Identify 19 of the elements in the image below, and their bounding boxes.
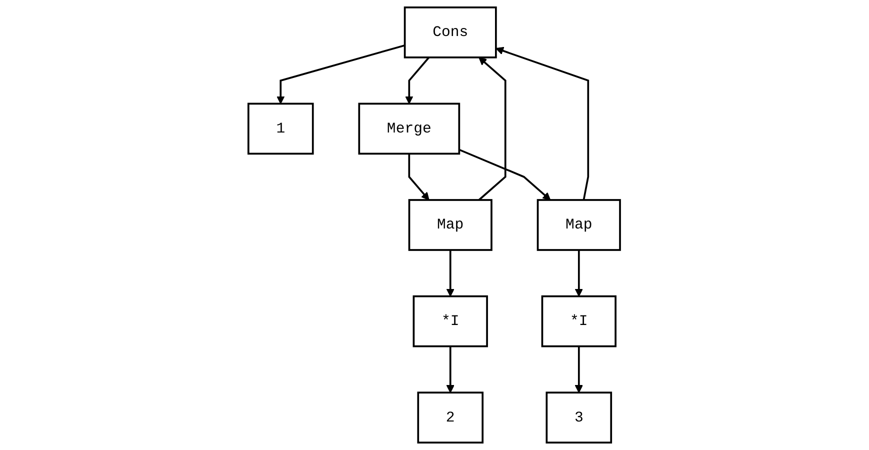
arrow: [496, 46, 590, 200]
node-box: Cons: [404, 6, 498, 58]
arrow: [446, 250, 455, 297]
arrow: [405, 56, 430, 104]
arrow: [575, 250, 584, 297]
node-box: *I: [542, 295, 617, 348]
arrow: [446, 346, 455, 393]
node-box: 1: [248, 102, 314, 155]
node-box: 2: [418, 392, 484, 444]
arrow: [276, 44, 406, 104]
arrow: [408, 154, 430, 200]
arrow: [459, 148, 551, 200]
node-box: Merge: [358, 102, 460, 155]
node-box: *I: [413, 295, 488, 348]
arrow: [478, 57, 507, 201]
node-box: Map: [537, 199, 622, 251]
node-box: Map: [408, 199, 493, 251]
node-box: 3: [546, 392, 612, 444]
arrow: [575, 346, 584, 393]
